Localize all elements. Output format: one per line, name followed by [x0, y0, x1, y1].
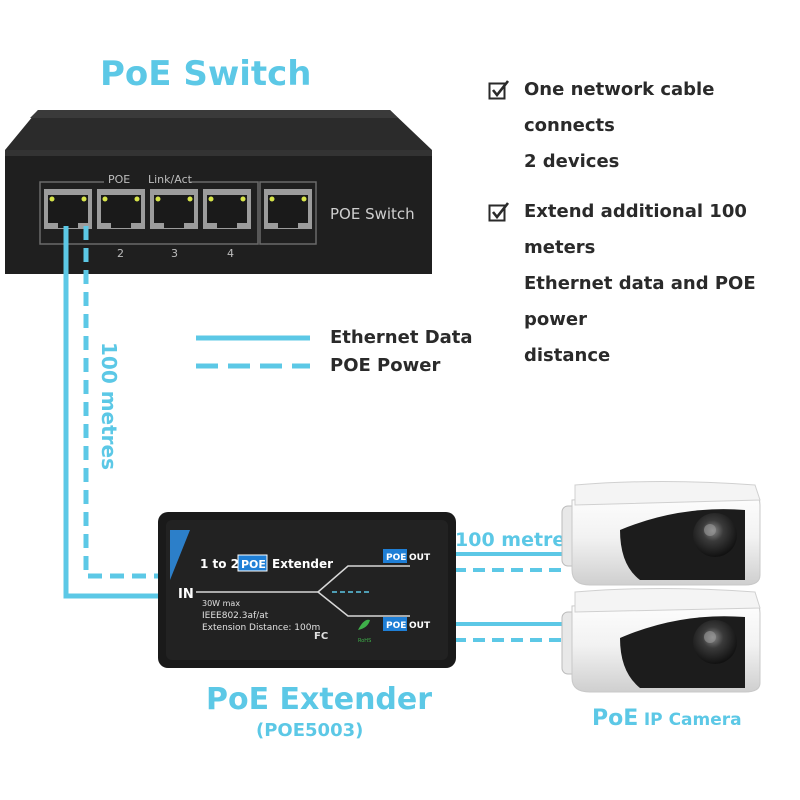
feature-line: Ethernet data and POE power: [524, 273, 756, 330]
rohs-mark: RoHS: [358, 638, 371, 644]
switch-port: [203, 189, 251, 229]
extender-model: (POE5003): [256, 720, 364, 741]
extender-power-text: 30W max: [202, 599, 240, 608]
extender-standard-text: IEEE802.3af/at: [202, 611, 269, 621]
camera-caption-rest: IP Camera: [643, 710, 742, 730]
checkbox-check-icon: [488, 202, 510, 222]
out-badge: POE: [386, 621, 406, 631]
camera-caption-poe: PoE: [592, 706, 639, 731]
checkbox-check-icon: [488, 80, 510, 100]
port-number: 4: [227, 247, 234, 260]
switch-ports: [44, 189, 312, 229]
extender-caption: PoE Extender: [206, 682, 433, 717]
feature-list: One network cable connects 2 devices Ext…: [488, 72, 798, 374]
ip-camera-top: [561, 481, 761, 586]
switch-poe-label: POE: [108, 173, 130, 186]
poe-extender-device: [158, 512, 456, 668]
extender-title-pre: 1 to 2: [200, 557, 239, 571]
extender-distance-text: Extension Distance: 100m: [202, 623, 320, 633]
cable-length-label-horizontal: 100 metres: [455, 529, 577, 551]
switch-title: PoE Switch: [100, 54, 312, 94]
feature-item: Extend additional 100 meters Ethernet da…: [488, 194, 798, 374]
switch-port: [150, 189, 198, 229]
feature-line: Extend additional 100 meters: [524, 201, 747, 258]
switch-to-extender-cable: [63, 226, 160, 599]
extender-in-label: IN: [178, 587, 194, 602]
legend: [196, 335, 310, 369]
port-number: 2: [117, 247, 124, 260]
out-text: OUT: [409, 621, 431, 631]
extender-to-camera-cables: [454, 552, 568, 642]
legend-solid-label: Ethernet Data: [330, 327, 473, 348]
port-number: 3: [171, 247, 178, 260]
ip-camera-bottom: [561, 588, 761, 693]
extender-title-post: Extender: [272, 557, 333, 571]
switch-port-uplink: [264, 189, 312, 229]
legend-dashed-label: POE Power: [330, 355, 441, 376]
cable-length-label-vertical: 100 metres: [97, 342, 121, 470]
switch-port: [44, 189, 92, 229]
feature-item: One network cable connects 2 devices: [488, 72, 798, 180]
switch-port: [97, 189, 145, 229]
out-text: OUT: [409, 553, 431, 563]
feature-line: distance: [524, 345, 611, 366]
feature-line: One network cable connects: [524, 79, 715, 136]
switch-link-label: Link/Act: [148, 173, 193, 186]
camera-caption: PoE IP Camera: [592, 706, 742, 731]
feature-line: 2 devices: [524, 151, 620, 172]
switch-device-label: POE Switch: [330, 205, 415, 223]
extender-title-badge: POE: [241, 558, 266, 571]
out-badge: POE: [386, 553, 406, 563]
fc-mark: FC: [314, 631, 328, 642]
